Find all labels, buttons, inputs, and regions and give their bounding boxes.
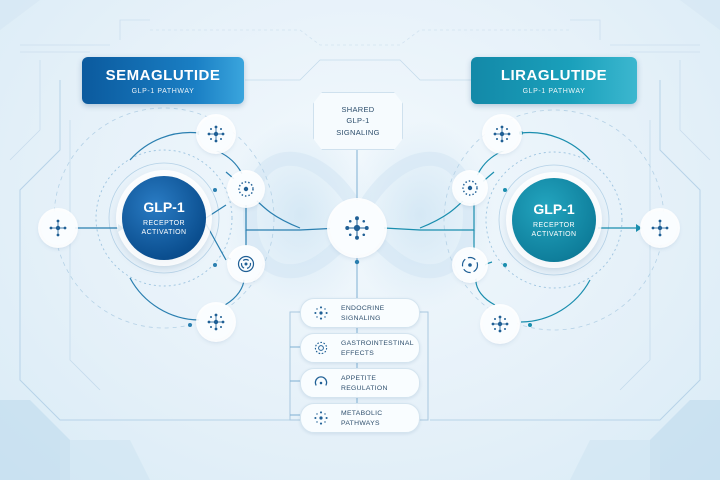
node-left-upper: [230, 173, 262, 205]
receptor-left-title: GLP-1: [143, 198, 185, 215]
label-endocrine-line2: SIGNALING: [341, 314, 381, 322]
label-appetite-regulation: APPETITE REGULATION: [300, 368, 420, 398]
label-metabolic-line2: PATHWAYS: [341, 419, 380, 427]
shared-line-3: SIGNALING: [336, 127, 380, 137]
semaglutide-title: SEMAGLUTIDE: [105, 66, 221, 84]
label-endocrine-line1: ENDOCRINE: [341, 305, 385, 312]
node-left-top: [199, 117, 233, 151]
label-metabolic-text: METABOLIC PATHWAYS: [341, 409, 382, 429]
arc-icon: [314, 376, 328, 386]
label-appetite-text: APPETITE REGULATION: [341, 374, 388, 394]
molecule-icon: [345, 216, 369, 240]
node-left-outer: [41, 211, 75, 245]
semaglutide-header: SEMAGLUTIDE GLP-1 PATHWAY: [82, 57, 244, 104]
liraglutide-header: LIRAGLUTIDE GLP-1 PATHWAY: [471, 57, 637, 104]
molecule-icon: [49, 219, 67, 237]
label-appetite-line1: APPETITE: [341, 375, 377, 382]
molecule-icon: [314, 306, 328, 320]
receptor-right-line2: ACTIVATION: [531, 231, 577, 238]
label-endocrine-signaling: ENDOCRINE SIGNALING: [300, 298, 420, 328]
label-gastrointestinal-line1: GASTROINTESTINAL: [341, 340, 414, 347]
receptor-activation-left: GLP-1 RECEPTOR ACTIVATION: [122, 176, 206, 260]
ring-icon: [314, 341, 328, 355]
shared-signaling-badge: SHARED GLP-1 SIGNALING: [313, 92, 403, 150]
spiral-ring-icon: [237, 255, 255, 273]
label-gastrointestinal-effects: GASTROINTESTINAL EFFECTS: [300, 333, 420, 363]
label-endocrine-text: ENDOCRINE SIGNALING: [341, 304, 385, 324]
molecule-icon: [314, 411, 328, 425]
label-appetite-line2: REGULATION: [341, 384, 388, 392]
molecule-icon: [493, 125, 511, 143]
molecule-icon: [207, 125, 225, 143]
receptor-right-line1: RECEPTOR: [533, 221, 575, 229]
shared-line-1: SHARED: [341, 105, 375, 115]
label-gastrointestinal-line2: EFFECTS: [341, 349, 375, 357]
node-right-upper: [455, 173, 485, 203]
node-right-outer: [643, 211, 677, 245]
liraglutide-subtitle: GLP-1 PATHWAY: [522, 87, 586, 95]
receptor-right-title: GLP-1: [533, 200, 575, 217]
node-left-lower: [230, 248, 262, 280]
node-right-top: [485, 117, 519, 151]
molecule-icon: [207, 313, 225, 331]
label-gastrointestinal-text: GASTROINTESTINAL EFFECTS: [341, 339, 414, 359]
node-left-bottom: [199, 305, 233, 339]
node-right-bottom: [483, 307, 517, 341]
dotted-ring-icon: [238, 181, 254, 197]
label-metabolic-pathways: METABOLIC PATHWAYS: [300, 403, 420, 433]
spiral-ring-icon: [461, 256, 479, 274]
molecule-icon: [491, 315, 509, 333]
receptor-left-line2: ACTIVATION: [141, 229, 187, 236]
molecule-icon: [651, 219, 669, 237]
receptor-left-line1: RECEPTOR: [143, 219, 185, 227]
receptor-activation-right: GLP-1 RECEPTOR ACTIVATION: [512, 178, 596, 262]
label-metabolic-line1: METABOLIC: [341, 410, 383, 417]
node-right-lower: [455, 250, 485, 280]
shared-line-2: GLP-1: [346, 116, 370, 126]
semaglutide-subtitle: GLP-1 PATHWAY: [131, 87, 195, 95]
central-hub-node: [330, 201, 384, 255]
dotted-ring-icon: [462, 180, 478, 196]
liraglutide-title: LIRAGLUTIDE: [500, 66, 608, 84]
